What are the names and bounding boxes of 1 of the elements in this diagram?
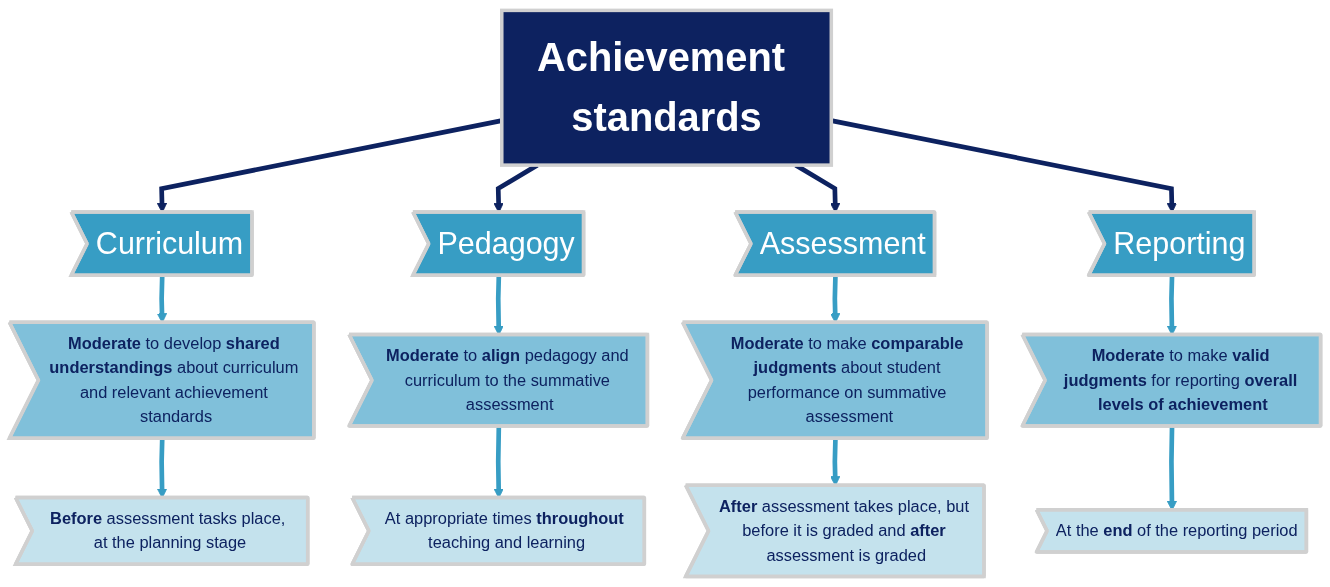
node-box: Achievement standards <box>500 8 834 167</box>
